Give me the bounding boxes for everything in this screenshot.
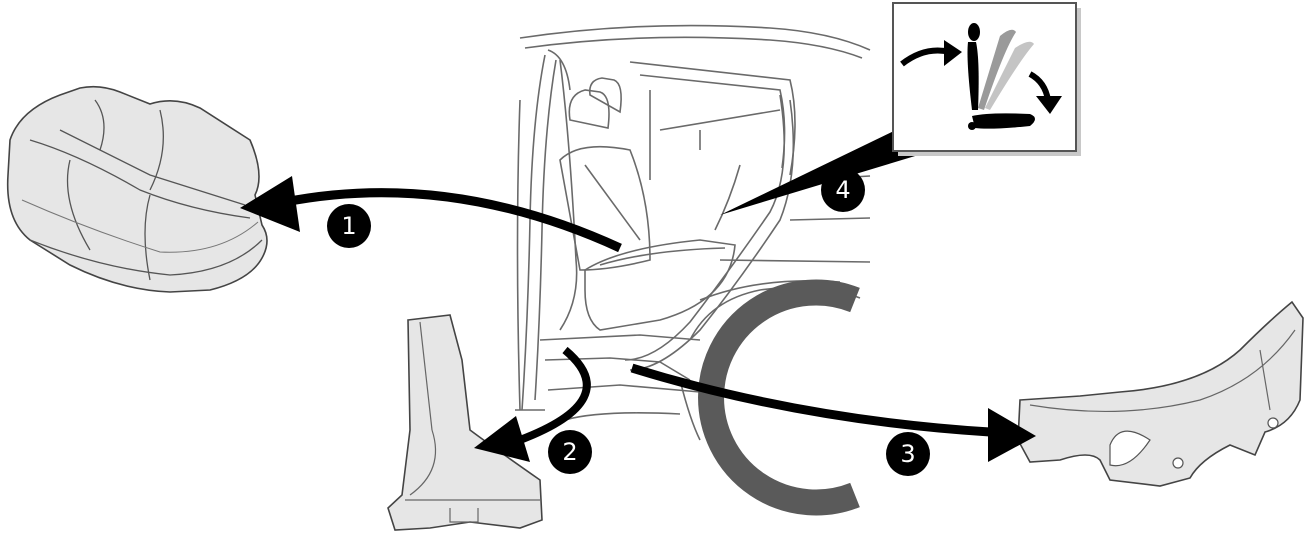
rear-seat-cushion [8,87,267,292]
callout-badge-1: 1 [327,204,371,248]
car-body-outline [515,26,870,440]
callout-label-4: 4 [835,176,850,204]
callout-label-1: 1 [341,212,356,240]
c-pillar-sill-trim [1018,302,1303,486]
callout-label-2: 2 [562,438,577,466]
callout-label-3: 3 [900,440,915,468]
callout-badge-4: 4 [821,168,865,212]
callout-badge-2: 2 [548,430,592,474]
seat-fold-inset [893,3,1081,156]
callout-badge-3: 3 [886,432,930,476]
arrow-1 [240,176,620,248]
arrow-3 [632,368,1036,462]
